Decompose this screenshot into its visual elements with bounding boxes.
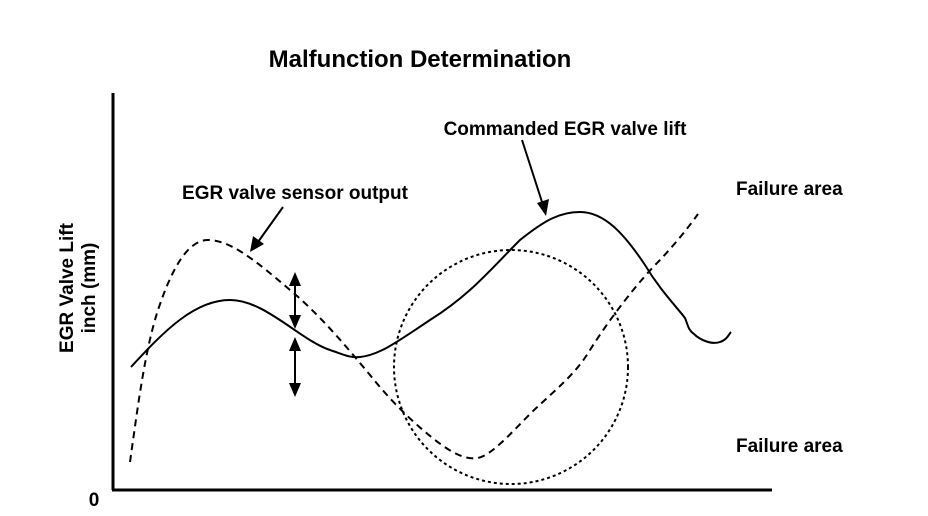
commanded-pointer-arrowhead bbox=[537, 199, 549, 216]
sensor-output-curve bbox=[129, 213, 699, 463]
y-axis-label-line2: inch (mm) bbox=[79, 243, 100, 334]
y-axis-label-line1: EGR Valve Lift bbox=[57, 222, 78, 353]
commanded-pointer-line bbox=[521, 139, 544, 206]
sensor-output-label: EGR valve sensor output bbox=[182, 183, 409, 204]
sensor-pointer-line bbox=[257, 206, 284, 243]
origin-label: 0 bbox=[89, 490, 100, 511]
commanded-lift-curve bbox=[130, 210, 732, 368]
failure-area-upper-label: Failure area bbox=[736, 179, 843, 200]
sensor-pointer-arrowhead bbox=[250, 236, 264, 252]
deviation-arrow-upper bbox=[289, 272, 301, 329]
failure-area-lower-label: Failure area bbox=[736, 436, 843, 457]
failure-area-circle bbox=[393, 249, 629, 485]
commanded-lift-label: Commanded EGR valve lift bbox=[444, 119, 688, 140]
diagram-title: Malfunction Determination bbox=[269, 46, 572, 73]
deviation-arrow-lower bbox=[289, 337, 301, 397]
